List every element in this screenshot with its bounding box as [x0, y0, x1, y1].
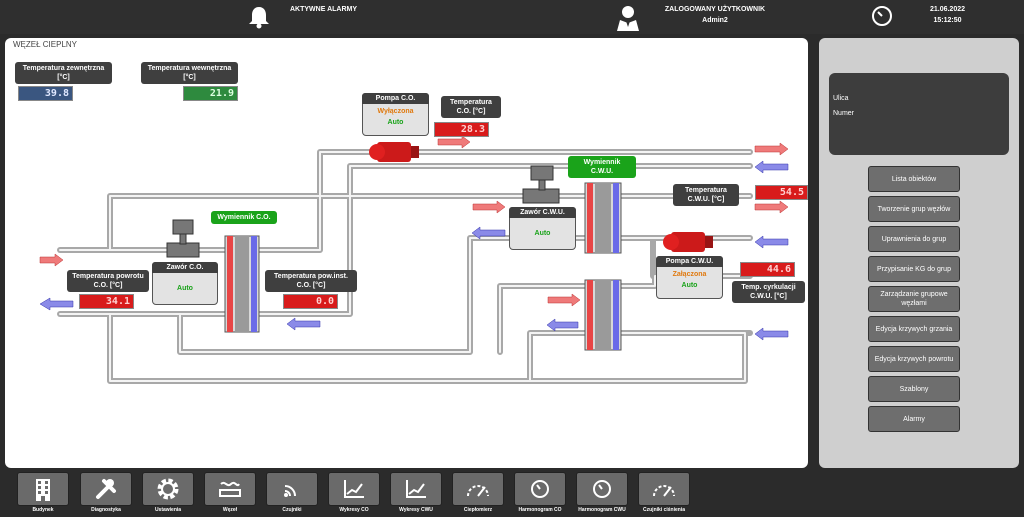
sensor-icon — [284, 485, 296, 497]
tools-icon — [96, 479, 116, 499]
date-display: 21.06.2022 — [929, 6, 966, 13]
user-avatar-icon — [617, 6, 639, 31]
return-curves-button[interactable]: Edycja krzywych powrotu — [868, 346, 960, 372]
valve-cwu-graphic — [522, 165, 560, 204]
temp-return-co-label: Temperatura powrotu C.O. [°C] — [67, 270, 149, 292]
bell-icon[interactable] — [246, 4, 272, 30]
clock-cwu-icon — [593, 480, 611, 498]
exchanger-cwu-upper-graphic — [584, 182, 622, 254]
page-title: WĘZEŁ CIEPLNY — [13, 40, 78, 49]
bottom-nav: Budynek Diagnostyka Ustawienia Węzeł Czu… — [0, 470, 1024, 517]
top-bar: AKTYWNE ALARMY ZALOGOWANY UŻYTKOWNIK Adm… — [0, 0, 1024, 34]
temp-co-label: Temperatura C.O. [°C] — [441, 96, 501, 118]
valve-cwu-mode: Auto — [534, 230, 551, 237]
nav-diagnostics-label: Diagnostyka — [91, 507, 121, 513]
exchanger-co-label: Wymiennik C.O. — [211, 211, 277, 224]
temp-external-label: Temperatura zewnętrzna [°C] — [15, 62, 112, 84]
objects-list-button[interactable]: Lista obiektów — [868, 166, 960, 192]
templates-button[interactable]: Szablony — [868, 376, 960, 402]
assign-kg-button[interactable]: Przypisanie KG do grup — [868, 256, 960, 282]
temp-return-co-value: 34.1 — [79, 294, 134, 309]
nav-charts-cwu-label: Wykresy CWU — [399, 507, 433, 513]
valve-cwu-title: Zawór C.W.U. — [509, 207, 576, 218]
gear-icon — [157, 478, 179, 500]
chart-cwu-icon — [406, 480, 426, 498]
nav-charts-co-label: Wykresy CO — [339, 507, 369, 513]
valve-co-graphic — [166, 219, 200, 258]
pump-cwu-graphic — [663, 232, 713, 252]
nav-diagnostics-button[interactable] — [80, 472, 132, 506]
pump-co-graphic — [369, 142, 419, 162]
nav-schedule-cwu-label: Harmonogram CWU — [578, 507, 626, 513]
pump-co-panel[interactable]: Pompa C.O. Wyłączona Auto — [362, 93, 429, 136]
temp-pow-inst-value: 0.0 — [283, 294, 338, 309]
nav-heatmeter-button[interactable] — [452, 472, 504, 506]
pump-cwu-state: Załączona — [672, 271, 707, 278]
temp-co-value: 28.3 — [434, 122, 489, 137]
heat-node-icon — [219, 481, 241, 497]
nav-settings-label: Ustawienia — [154, 507, 182, 513]
pump-cwu-title: Pompa C.W.U. — [656, 256, 723, 267]
heatmeter-icon — [467, 485, 489, 497]
valve-co-title: Zawór C.O. — [152, 262, 218, 273]
nav-schedule-co-button[interactable] — [514, 472, 566, 506]
pressure-gauge-icon — [653, 485, 675, 497]
nav-sensors-label: Czujniki — [282, 507, 302, 513]
logged-user-label: ZALOGOWANY UŻYTKOWNIK — [664, 6, 766, 13]
temp-internal-label: Temperatura wewnętrzna [°C] — [141, 62, 238, 84]
nav-charts-co-button[interactable] — [328, 472, 380, 506]
info-number-label: Numer — [833, 110, 855, 117]
exchanger-co-graphic — [224, 235, 260, 333]
nav-node-label: Węzeł — [222, 507, 238, 513]
pump-cwu-mode: Auto — [681, 282, 698, 289]
nav-pressure-label: Czujniki ciśnienia — [643, 507, 685, 513]
time-display: 15:12:50 — [933, 17, 962, 24]
nav-schedule-cwu-button[interactable] — [576, 472, 628, 506]
heating-curves-button[interactable]: Edycja krzywych grzania — [868, 316, 960, 342]
temp-circulation-value: 44.6 — [740, 262, 795, 277]
object-info-box: Ulica Numer — [829, 73, 1009, 155]
heat-node-panel: WĘZEŁ CIEPLNY — [5, 38, 808, 468]
create-groups-button[interactable]: Tworzenie grup węzłów — [868, 196, 960, 222]
temp-circulation-label: Temp. cyrkulacji C.W.U. [°C] — [732, 281, 805, 303]
active-alarms-label[interactable]: AKTYWNE ALARMY — [290, 6, 358, 13]
valve-co-panel[interactable]: Zawór C.O. Auto — [152, 262, 218, 305]
temp-cwu-value: 54.5 — [755, 185, 808, 200]
alarms-button[interactable]: Alarmy — [868, 406, 960, 432]
building-icon — [36, 479, 50, 501]
valve-cwu-panel[interactable]: Zawór C.W.U. Auto — [509, 207, 576, 250]
chart-co-icon — [344, 480, 364, 498]
temp-internal-value: 21.9 — [183, 86, 238, 101]
group-management-button[interactable]: Zarządzanie grupowe węzłami — [868, 286, 960, 312]
right-panel: Ulica Numer Lista obiektów Tworzenie gru… — [819, 38, 1019, 468]
clock-co-icon — [531, 480, 549, 498]
exchanger-cwu-label: Wymiennik C.W.U. — [568, 156, 636, 178]
temp-cwu-label: Temperatura C.W.U. [°C] — [673, 184, 739, 206]
info-street-label: Ulica — [833, 95, 849, 102]
temp-external-value: 39.8 — [18, 86, 73, 101]
nav-heatmeter-label: Ciepłomierz — [463, 507, 493, 513]
exchanger-cwu-lower-graphic — [584, 279, 622, 351]
nav-settings-button[interactable] — [142, 472, 194, 506]
nav-node-button[interactable] — [204, 472, 256, 506]
clock-icon[interactable] — [871, 5, 893, 27]
temp-pow-inst-label: Temperatura pow.inst. C.O. [°C] — [265, 270, 357, 292]
nav-building-label: Budynek — [32, 507, 54, 513]
nav-sensors-button[interactable] — [266, 472, 318, 506]
nav-charts-cwu-button[interactable] — [390, 472, 442, 506]
nav-pressure-button[interactable] — [638, 472, 690, 506]
group-permissions-button[interactable]: Uprawnienia do grup — [868, 226, 960, 252]
nav-building-button[interactable] — [17, 472, 69, 506]
pump-co-mode: Auto — [387, 119, 404, 126]
logged-user-name: Admin2 — [702, 17, 728, 24]
valve-co-mode: Auto — [177, 285, 193, 292]
pump-cwu-panel[interactable]: Pompa C.W.U. Załączona Auto — [656, 256, 723, 299]
pump-co-state: Wyłączona — [377, 108, 414, 115]
nav-schedule-co-label: Harmonogram CO — [518, 507, 562, 513]
pump-co-title: Pompa C.O. — [362, 93, 429, 104]
